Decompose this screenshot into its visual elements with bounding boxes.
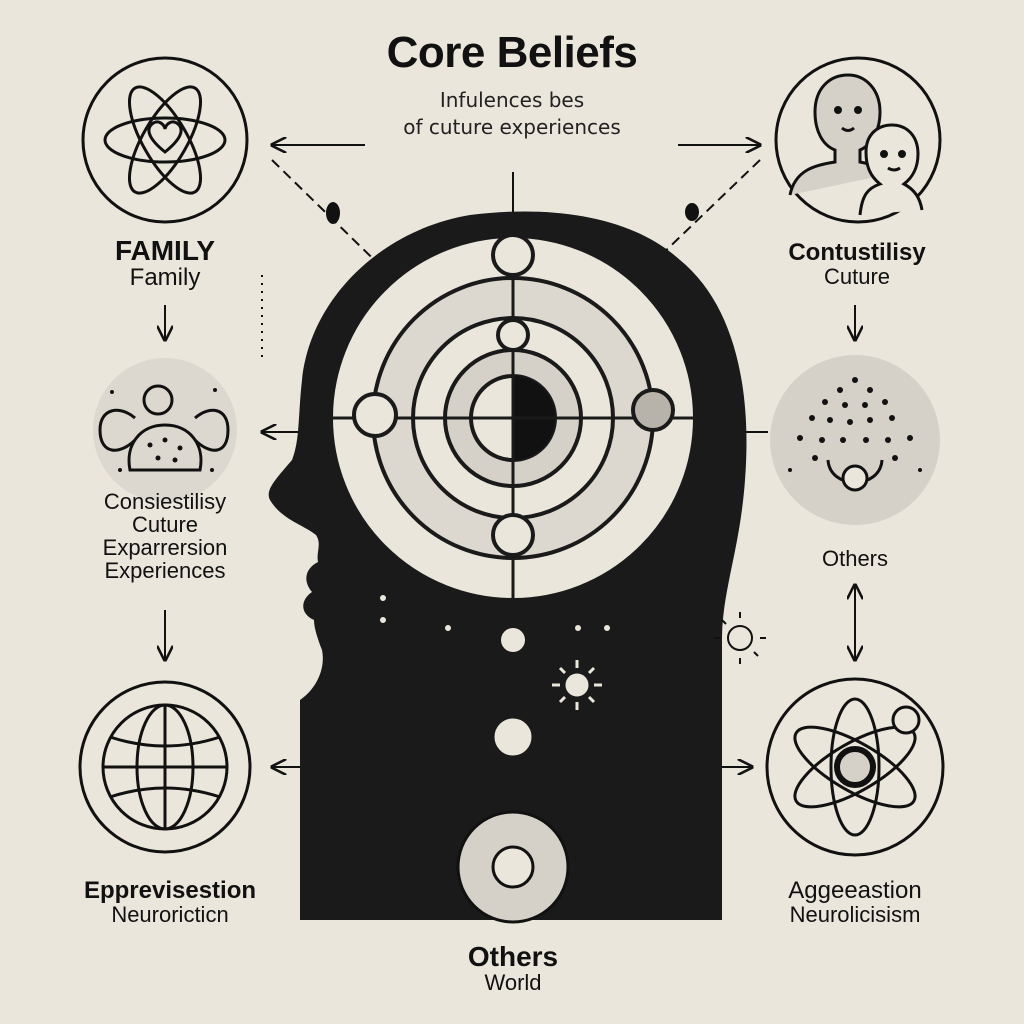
label-bottom-left-line-1: Epprevisestion [83, 877, 257, 904]
target-circle-icon [456, 810, 570, 924]
node-right [631, 388, 675, 432]
label-left-middle-line-2: Cuture [131, 512, 199, 538]
dotted-face-icon [770, 355, 940, 525]
label-culture-line-2: Cuture [823, 264, 891, 290]
node-top [491, 233, 535, 277]
subtitle: Infulences bes of cuture experiences [332, 90, 692, 144]
node-upper [496, 318, 530, 352]
node-neck [501, 628, 525, 652]
label-culture: Contustilisy Cuture [752, 240, 962, 288]
label-bottom-center-line-1: Others [467, 941, 559, 972]
label-others-right: Others [790, 547, 920, 570]
sun-icon [552, 660, 602, 710]
atom-heart-icon [81, 56, 249, 224]
node-left [352, 392, 398, 438]
label-family-line-2: Family [129, 264, 201, 292]
label-left-middle-line-1: Consiestilisy [103, 489, 227, 514]
label-culture-line-1: Contustilisy [788, 239, 926, 266]
page-title: Core Beliefs [386, 28, 638, 77]
label-bottom-right: Aggeeastion Neurolicisism [740, 878, 970, 926]
subtitle-line-1: Infulences bes [439, 88, 585, 112]
sun-small-icon [714, 612, 766, 664]
label-family-line-1: FAMILY [114, 235, 216, 266]
label-bottom-center-line-2: World [484, 970, 542, 996]
head-profile-icon [268, 211, 747, 921]
label-others-right-line-1: Others [821, 546, 889, 571]
label-left-middle-line-4: Experiences [104, 558, 226, 584]
label-left-middle-line-3: Exparrersion [102, 535, 228, 561]
atom-icon [765, 677, 945, 857]
subtitle-line-2: of cuture experiences [403, 115, 621, 139]
label-bottom-right-line-2: Neurolicisism [789, 902, 921, 928]
label-bottom-left: Epprevisestion Neuroricticn [45, 878, 295, 926]
node-lower [491, 513, 535, 557]
node-neck-lower [491, 715, 535, 759]
label-bottom-left-line-2: Neuroricticn [111, 902, 229, 928]
label-left-middle: Consiestilisy Cuture Exparrersion Experi… [60, 490, 270, 582]
globe-icon [78, 680, 252, 854]
parent-child-icon [774, 56, 942, 224]
label-family: FAMILY Family [70, 236, 260, 291]
label-bottom-right-line-1: Aggeeastion [788, 877, 922, 904]
label-bottom-center: Others World [433, 941, 593, 996]
family-group-icon [93, 358, 237, 502]
